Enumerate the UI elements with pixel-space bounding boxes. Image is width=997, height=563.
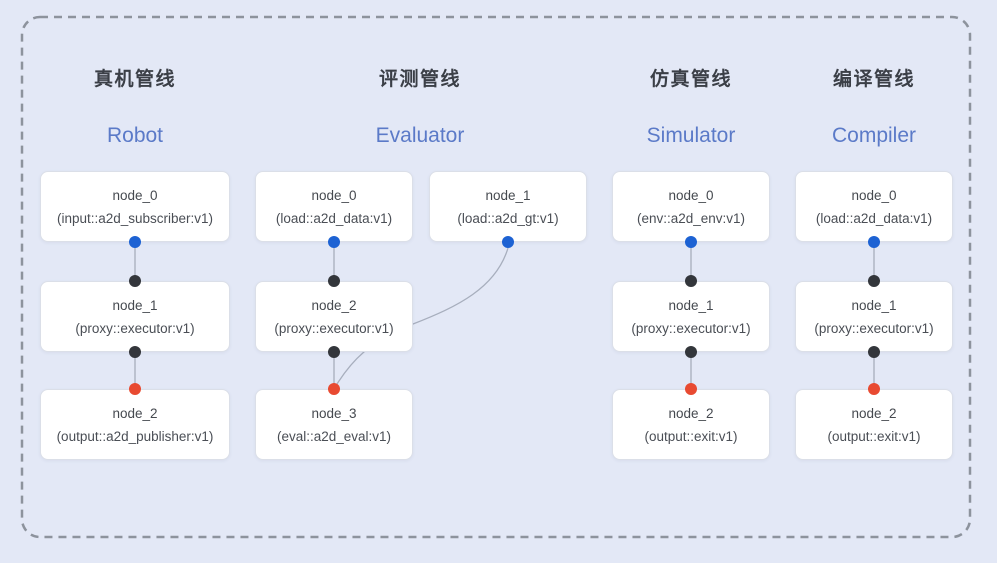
node-title: node_2 <box>112 405 158 421</box>
node-compiler-1: node_1 (proxy::executor:v1) <box>795 281 953 352</box>
node-simulator-1: node_1 (proxy::executor:v1) <box>612 281 770 352</box>
node-title: node_1 <box>668 297 714 313</box>
node-title: node_0 <box>112 187 158 203</box>
pipeline-title-en-compiler: Compiler <box>831 124 917 147</box>
node-compiler-2: node_2 (output::exit:v1) <box>795 389 953 460</box>
node-subtitle: (output::exit:v1) <box>644 428 738 444</box>
node-subtitle: (proxy::executor:v1) <box>814 320 934 336</box>
node-subtitle: (output::exit:v1) <box>827 428 921 444</box>
pipeline-title-zh-compiler: 编译管线 <box>832 69 915 90</box>
node-subtitle: (proxy::executor:v1) <box>631 320 751 336</box>
pipeline-title-en-robot: Robot <box>106 124 164 147</box>
pipeline-title-en-evaluator: Evaluator <box>375 124 465 147</box>
node-title: node_2 <box>851 405 897 421</box>
node-subtitle: (output::a2d_publisher:v1) <box>56 428 214 444</box>
node-simulator-2: node_2 (output::exit:v1) <box>612 389 770 460</box>
pipeline-title-en-simulator: Simulator <box>646 124 736 147</box>
pipeline-title-zh-simulator: 仿真管线 <box>649 69 732 90</box>
node-subtitle: (load::a2d_data:v1) <box>275 210 393 226</box>
node-evaluator-3: node_3 (eval::a2d_eval:v1) <box>255 389 413 460</box>
pipeline-title-zh-evaluator: 评测管线 <box>378 69 461 90</box>
node-compiler-0: node_0 (load::a2d_data:v1) <box>795 171 953 242</box>
node-title: node_2 <box>668 405 714 421</box>
node-simulator-0: node_0 (env::a2d_env:v1) <box>612 171 770 242</box>
node-evaluator-1: node_1 (load::a2d_gt:v1) <box>429 171 587 242</box>
node-title: node_0 <box>311 187 357 203</box>
node-subtitle: (load::a2d_gt:v1) <box>457 210 559 226</box>
node-title: node_1 <box>485 187 531 203</box>
node-title: node_1 <box>112 297 158 313</box>
node-title: node_2 <box>311 297 357 313</box>
node-robot-0: node_0 (input::a2d_subscriber:v1) <box>40 171 230 242</box>
node-subtitle: (env::a2d_env:v1) <box>636 210 746 226</box>
pipeline-title-zh-robot: 真机管线 <box>93 69 176 90</box>
node-evaluator-2: node_2 (proxy::executor:v1) <box>255 281 413 352</box>
node-subtitle: (eval::a2d_eval:v1) <box>276 428 392 444</box>
node-title: node_3 <box>311 405 357 421</box>
node-robot-1: node_1 (proxy::executor:v1) <box>40 281 230 352</box>
node-subtitle: (proxy::executor:v1) <box>274 320 394 336</box>
node-subtitle: (proxy::executor:v1) <box>75 320 195 336</box>
node-title: node_0 <box>851 187 897 203</box>
node-subtitle: (load::a2d_data:v1) <box>815 210 933 226</box>
node-robot-2: node_2 (output::a2d_publisher:v1) <box>40 389 230 460</box>
node-subtitle: (input::a2d_subscriber:v1) <box>56 210 214 226</box>
node-title: node_0 <box>668 187 714 203</box>
node-evaluator-0: node_0 (load::a2d_data:v1) <box>255 171 413 242</box>
node-title: node_1 <box>851 297 897 313</box>
